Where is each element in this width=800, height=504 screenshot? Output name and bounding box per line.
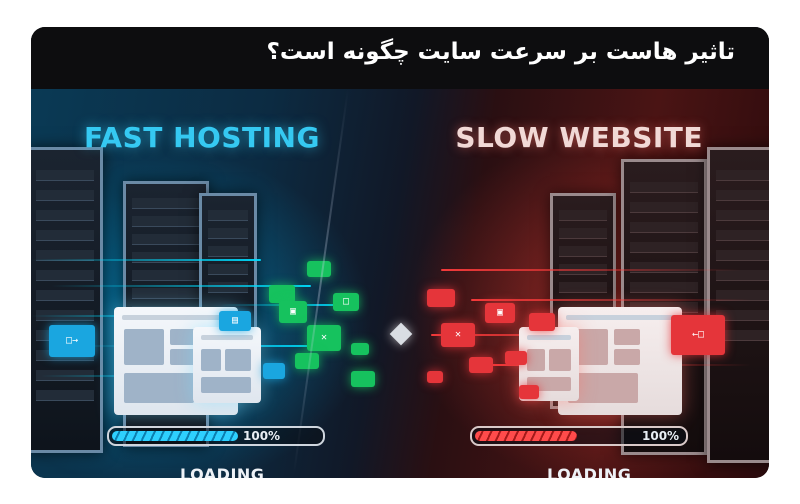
data-packet-icon [295,353,319,369]
data-packet-icon: □ [333,293,359,311]
data-packet-icon: ✕ [307,325,341,351]
slow-progress-fill [475,431,577,441]
banner-title: تاثیر هاست بر سرعت سایت چگونه است؟ [266,39,735,65]
slow-loading-label: LOADING [547,465,632,478]
title-bar: تاثیر هاست بر سرعت سایت چگونه است؟ [31,27,769,89]
data-packet-icon [519,385,539,399]
hosting-comparison-illustration: ←□ □→ ▤ □ ▣ ✕ ✕ ▣ FAST HOSTING SLOW WEBS… [31,89,769,478]
server-rack-icon [31,147,103,453]
data-packet-icon [351,343,369,355]
fast-progress-percent: 100% [243,429,281,443]
data-packet-icon [505,351,527,365]
fast-loading-label: LOADING [180,465,265,478]
slow-website-heading: SLOW WEBSITE [455,121,703,154]
server-rack-icon [707,147,769,463]
data-packet-icon [427,371,443,383]
banner-card: تاثیر هاست بر سرعت سایت چگونه است؟ [31,27,769,478]
data-packet-icon [427,289,455,307]
fast-progress-fill [112,431,238,441]
data-packet-icon [263,363,285,379]
data-packet-icon [307,261,331,277]
fast-progress-bar: 100% [107,426,325,446]
data-packet-icon: ✕ [441,323,475,347]
slow-progress-percent: 100% [642,429,680,443]
alert-window-icon: ←□ [671,315,725,355]
data-packet-icon [351,371,375,387]
window-icon: ▤ [219,311,251,331]
window-icon: □→ [49,325,95,357]
data-packet-icon: ▣ [485,303,515,323]
data-packet-icon: ▣ [279,301,307,323]
webpage-preview [193,327,261,403]
data-packet-icon [529,313,555,331]
fast-hosting-heading: FAST HOSTING [84,121,320,154]
data-packet-icon [469,357,493,373]
slow-progress-bar: 100% [470,426,688,446]
data-packet-icon [269,285,295,303]
